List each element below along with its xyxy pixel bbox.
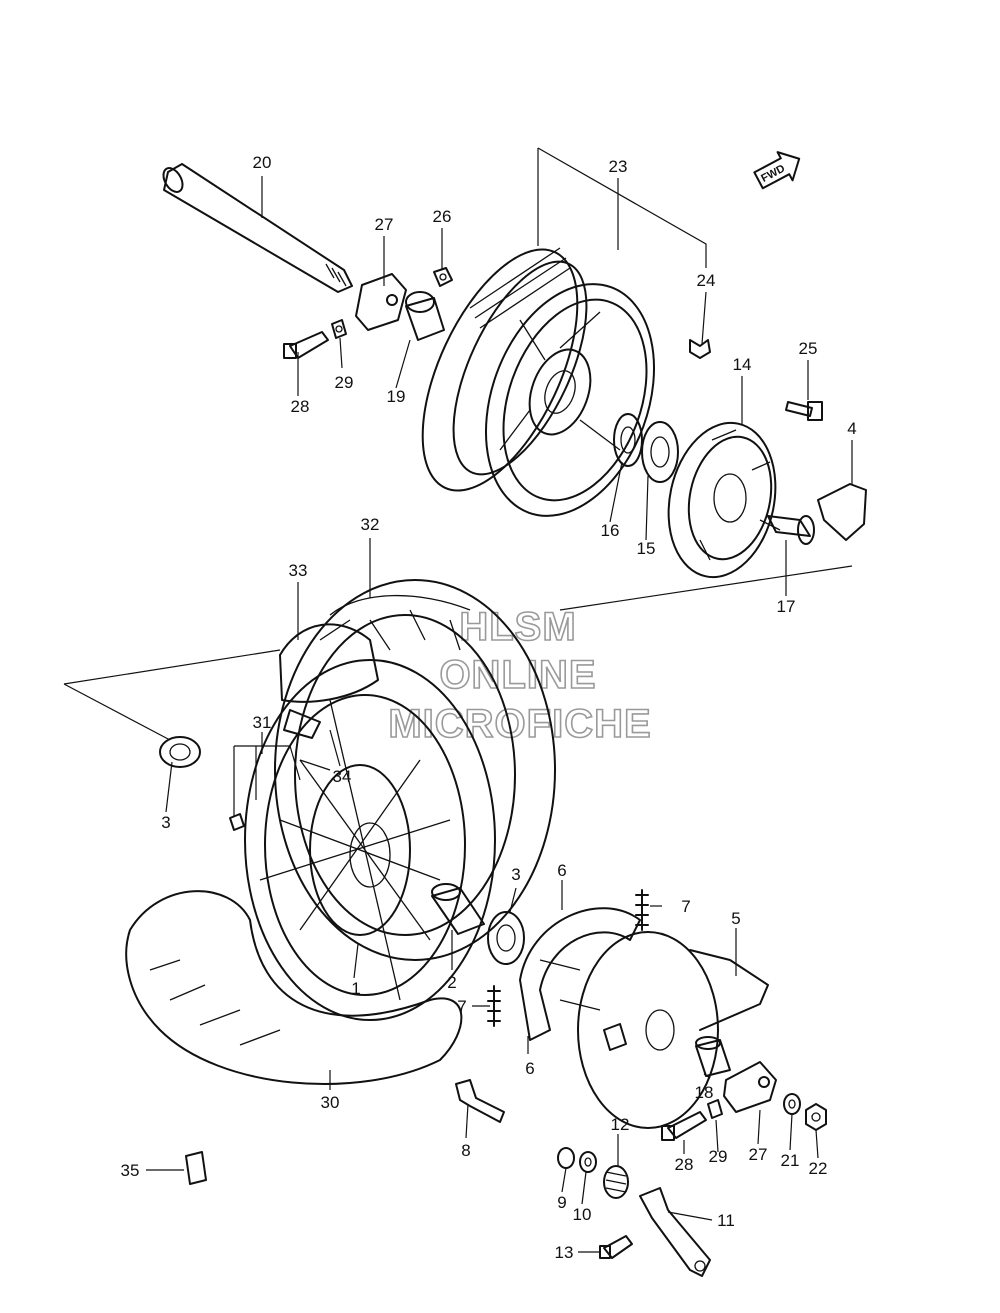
callout-24: 24 bbox=[697, 271, 716, 290]
washer-9 bbox=[557, 1147, 575, 1169]
callout-35: 35 bbox=[121, 1161, 140, 1180]
collar-18 bbox=[695, 1036, 731, 1077]
callout-27-bottom: 27 bbox=[749, 1145, 768, 1164]
nut-29-top bbox=[331, 319, 347, 339]
washer-21 bbox=[783, 1093, 801, 1115]
callout-11: 11 bbox=[717, 1211, 735, 1230]
callout-10: 10 bbox=[573, 1205, 592, 1224]
callout-7-bottom: 7 bbox=[457, 997, 466, 1016]
callout-14: 14 bbox=[733, 355, 752, 374]
callout-5: 5 bbox=[731, 909, 740, 928]
watermark-line-1: HLSM bbox=[459, 605, 576, 649]
callout-6-top: 6 bbox=[557, 861, 566, 880]
callout-26: 26 bbox=[433, 207, 452, 226]
bearing-3-right bbox=[487, 911, 525, 965]
callout-29-bottom: 29 bbox=[709, 1147, 728, 1166]
rear-tire-32 bbox=[274, 579, 556, 961]
callout-32: 32 bbox=[361, 515, 380, 534]
sprocket-carrier bbox=[667, 421, 781, 579]
callout-13: 13 bbox=[555, 1243, 574, 1262]
callout-2: 2 bbox=[447, 973, 456, 992]
bolt-25 bbox=[785, 401, 823, 421]
watermark: HLSM ONLINE MICROFICHE bbox=[388, 604, 652, 747]
nut-29-bottom bbox=[707, 1099, 723, 1119]
callout-21: 21 bbox=[781, 1151, 800, 1170]
callout-labels: 20 27 26 23 24 28 29 19 25 14 4 16 15 17… bbox=[121, 153, 857, 1262]
callout-20: 20 bbox=[253, 153, 272, 172]
callout-9: 9 bbox=[557, 1193, 566, 1212]
bolt-28-bottom bbox=[661, 1111, 707, 1141]
watermark-line-3: MICROFICHE bbox=[388, 702, 651, 746]
nut-22 bbox=[805, 1103, 827, 1131]
callout-30: 30 bbox=[321, 1093, 340, 1112]
chain-adjuster-top bbox=[355, 273, 407, 331]
rim-wheel-1 bbox=[244, 659, 496, 1021]
callout-31: 31 bbox=[253, 713, 272, 732]
bolt-24 bbox=[689, 339, 711, 359]
fwd-label: FWD bbox=[759, 162, 787, 184]
brake-panel-5 bbox=[577, 931, 769, 1129]
callout-3-left: 3 bbox=[161, 813, 170, 832]
callout-17: 17 bbox=[777, 597, 796, 616]
callout-15: 15 bbox=[637, 539, 656, 558]
washer-10 bbox=[579, 1151, 597, 1173]
callout-28-top: 28 bbox=[291, 397, 310, 416]
spacer-2 bbox=[431, 883, 485, 935]
bearing-15 bbox=[641, 421, 679, 483]
bolt-28-top bbox=[283, 331, 329, 359]
spring-12 bbox=[603, 1165, 629, 1199]
rim-band-34 bbox=[299, 759, 331, 771]
callout-6-bottom: 6 bbox=[525, 1059, 534, 1078]
forward-arrow-icon: FWD bbox=[753, 151, 801, 190]
callout-29-top: 29 bbox=[335, 373, 354, 392]
callout-27-top: 27 bbox=[375, 215, 394, 234]
callout-16: 16 bbox=[601, 521, 620, 540]
brake-arm-11 bbox=[639, 1187, 711, 1277]
valve-cap-35 bbox=[185, 1151, 207, 1185]
callout-19: 19 bbox=[387, 387, 406, 406]
rear-sprocket-drum bbox=[421, 247, 656, 517]
callout-3-right: 3 bbox=[511, 865, 520, 884]
damper-4 bbox=[817, 483, 867, 541]
callout-28-bottom: 28 bbox=[675, 1155, 694, 1174]
carrier-shaft-17 bbox=[767, 515, 815, 545]
watermark-line-2: ONLINE bbox=[439, 653, 596, 697]
bearing-16 bbox=[613, 413, 643, 467]
callout-18: 18 bbox=[695, 1083, 714, 1102]
leader-lines bbox=[63, 147, 853, 1253]
callout-12: 12 bbox=[611, 1115, 630, 1134]
callout-33: 33 bbox=[289, 561, 308, 580]
callout-23: 23 bbox=[609, 157, 628, 176]
spring-7-top bbox=[635, 889, 649, 931]
callout-1: 1 bbox=[351, 979, 360, 998]
rear-tire-30 bbox=[125, 890, 463, 1085]
spring-7-bottom bbox=[487, 985, 501, 1027]
callout-25: 25 bbox=[799, 339, 818, 358]
bolt-13 bbox=[599, 1235, 633, 1259]
chain-adjuster-bottom bbox=[723, 1061, 777, 1113]
bearing-3-left bbox=[159, 736, 201, 768]
nut-26 bbox=[433, 267, 453, 287]
callout-22: 22 bbox=[809, 1159, 828, 1178]
spoke-nipple-31 bbox=[229, 813, 245, 831]
callout-34: 34 bbox=[333, 767, 352, 786]
brake-shoe-6 bbox=[519, 907, 641, 1041]
rear-axle bbox=[162, 163, 353, 293]
tube-33 bbox=[279, 623, 379, 739]
callout-7-top: 7 bbox=[681, 897, 690, 916]
callout-8: 8 bbox=[461, 1141, 470, 1160]
brake-camshaft-8 bbox=[455, 1079, 505, 1123]
callout-4: 4 bbox=[847, 419, 856, 438]
collar-19 bbox=[405, 291, 445, 341]
